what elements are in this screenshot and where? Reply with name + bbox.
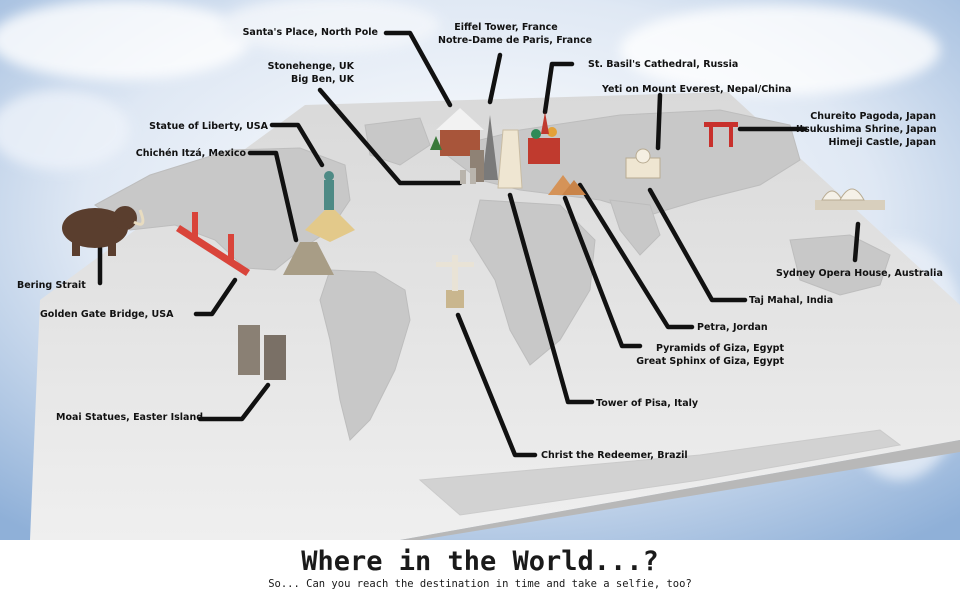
label-christ-the-redeemer: Christ the Redeemer, Brazil bbox=[541, 450, 688, 461]
leader-basil bbox=[542, 61, 575, 115]
statue-of-liberty-icon bbox=[305, 171, 355, 242]
leader-christ bbox=[455, 312, 538, 458]
leader-lines bbox=[97, 30, 861, 458]
landmarks bbox=[62, 108, 885, 380]
label-bering-strait: Bering Strait bbox=[17, 280, 86, 291]
game-stage: Santa's Place, North Pole Eiffel Tower, … bbox=[0, 0, 960, 540]
label-chichen-itza: Chichén Itzá, Mexico bbox=[135, 148, 246, 159]
leader-petra bbox=[577, 182, 695, 330]
label-uk: Stonehenge, UK Big Ben, UK bbox=[267, 61, 354, 85]
santa-house-icon bbox=[430, 108, 484, 156]
footer: Where in the World...? So... Can you rea… bbox=[0, 540, 960, 600]
sydney-opera-house-icon bbox=[815, 188, 885, 210]
stonehenge-icon bbox=[460, 168, 476, 184]
label-golden-gate: Golden Gate Bridge, USA bbox=[40, 309, 174, 320]
map-board-edge bbox=[400, 440, 960, 540]
label-yeti: Yeti on Mount Everest, Nepal/China bbox=[602, 84, 792, 95]
leader-pisa bbox=[507, 192, 595, 405]
leader-santa bbox=[383, 30, 453, 108]
label-petra: Petra, Jordan bbox=[697, 322, 768, 333]
taj-mahal-icon bbox=[625, 148, 661, 179]
label-statue-of-liberty: Statue of Liberty, USA bbox=[149, 121, 268, 132]
label-taj-mahal: Taj Mahal, India bbox=[749, 295, 834, 306]
label-st-basils: St. Basil's Cathedral, Russia bbox=[588, 59, 739, 70]
moai-statues-icon bbox=[238, 325, 286, 380]
tower-of-pisa-icon bbox=[497, 129, 523, 189]
continents bbox=[94, 109, 902, 516]
page-subtitle: So... Can you reach the destination in t… bbox=[268, 578, 692, 590]
label-santas-place: Santa's Place, North Pole bbox=[242, 27, 378, 38]
label-giza: Pyramids of Giza, Egypt Great Sphinx of … bbox=[636, 343, 784, 367]
page-title: Where in the World...? bbox=[301, 546, 659, 577]
south-america bbox=[319, 269, 411, 441]
leader-stonehenge bbox=[317, 87, 463, 186]
leader-yeti bbox=[655, 92, 663, 151]
christ-the-redeemer-icon bbox=[436, 255, 474, 308]
pyramids-of-giza-icon bbox=[548, 175, 586, 195]
chichen-itza-icon bbox=[283, 242, 334, 275]
torii-gate-icon bbox=[704, 122, 738, 147]
label-tower-of-pisa: Tower of Pisa, Italy bbox=[596, 398, 699, 409]
label-sydney-opera-house: Sydney Opera House, Australia bbox=[776, 268, 943, 279]
australia bbox=[789, 234, 891, 296]
label-paris: Eiffel Tower, France Notre-Dame de Paris… bbox=[438, 22, 593, 46]
label-moai: Moai Statues, Easter Island bbox=[56, 412, 204, 423]
leader-eiffel bbox=[487, 52, 503, 105]
leader-taj bbox=[647, 187, 748, 303]
india bbox=[609, 199, 661, 256]
world-map-scene bbox=[0, 0, 960, 540]
leader-giza bbox=[562, 195, 643, 349]
label-japan: Chureito Pagoda, Japan Itsukushima Shrin… bbox=[796, 111, 937, 148]
leader-goldengate bbox=[193, 277, 238, 317]
antarctica bbox=[418, 429, 902, 516]
mammoth-icon bbox=[62, 206, 145, 256]
st-basils-cathedral-icon bbox=[528, 112, 560, 164]
leader-liberty bbox=[269, 122, 325, 168]
leader-sydney bbox=[852, 221, 861, 263]
leader-chichen bbox=[247, 150, 299, 243]
leader-moai bbox=[197, 382, 271, 422]
golden-gate-bridge-icon bbox=[176, 212, 250, 276]
